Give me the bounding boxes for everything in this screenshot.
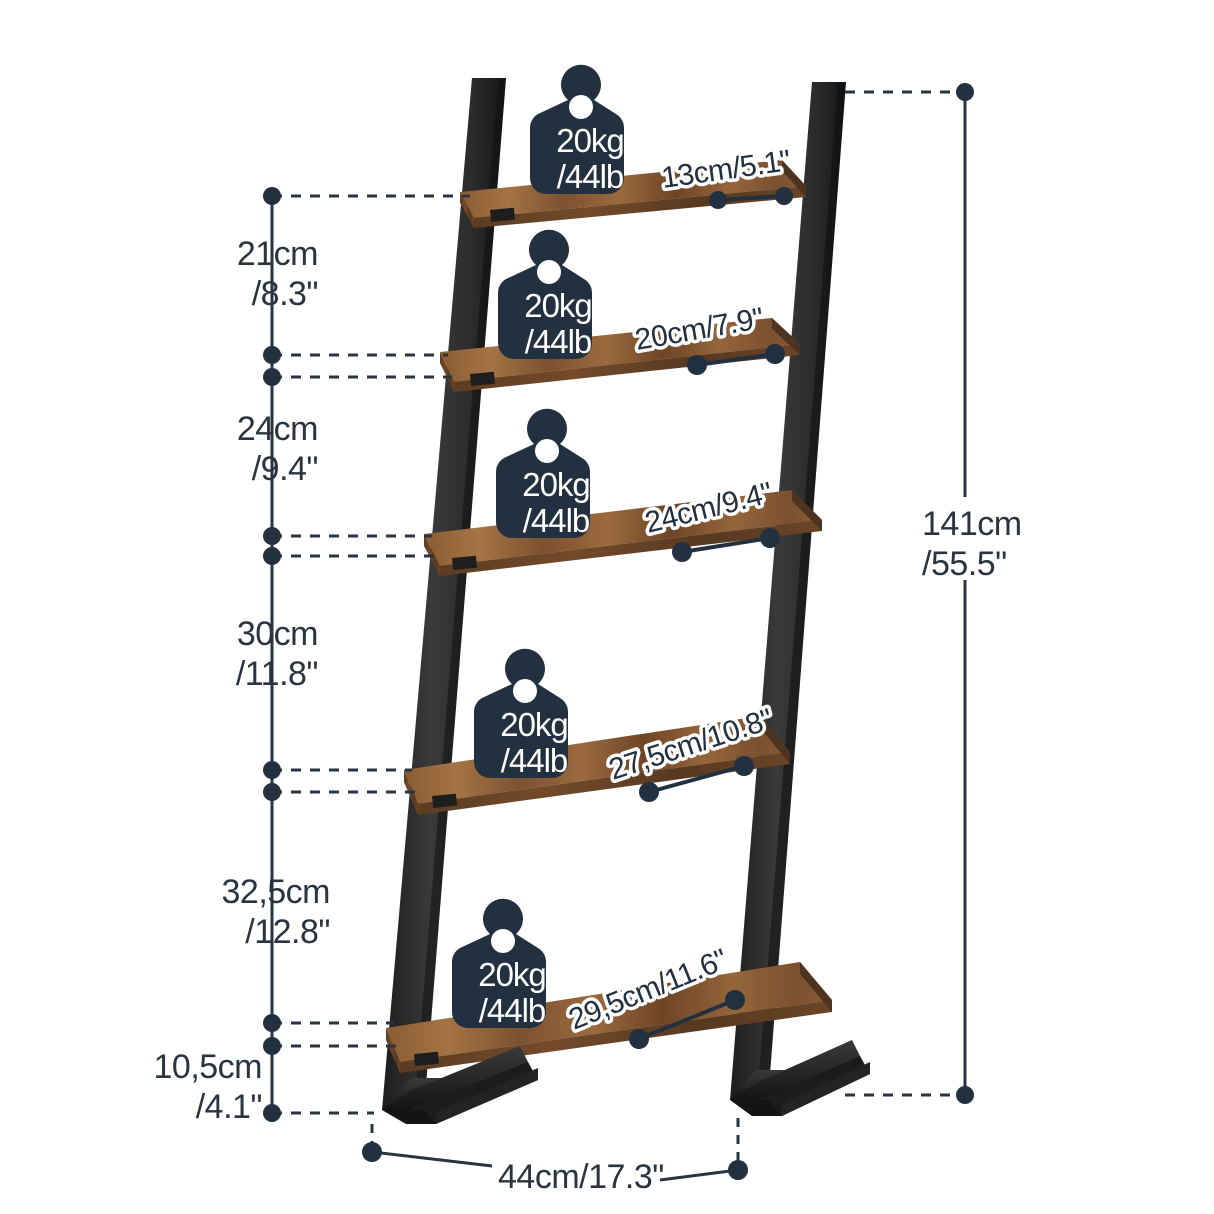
- gap-1-cm: 21cm: [237, 235, 318, 273]
- vertical-dimension-scale: [263, 187, 470, 1122]
- weight-badge-2-line1: 20kg: [524, 287, 592, 324]
- gap-4-cm: 32,5cm: [222, 873, 331, 911]
- weight-badge-3: 20kg /44lb: [495, 408, 591, 539]
- weight-badge-4: 20kg /44lb: [473, 648, 569, 779]
- gap-1-inch: /8.3": [252, 275, 318, 313]
- gap-3-cm: 30cm: [237, 615, 318, 653]
- shelf-4: [404, 716, 790, 815]
- shelf-2: [440, 318, 800, 392]
- weight-badge-5-line1: 20kg: [478, 956, 546, 993]
- weight-badge-4-line1: 20kg: [500, 706, 568, 743]
- foot-left: [382, 1046, 538, 1124]
- dimension-label-gap-2: 24cm /9.4": [237, 410, 319, 488]
- overall-height-inch: /55.5": [922, 545, 1007, 583]
- overall-height-cm: 141cm: [922, 505, 1022, 543]
- weight-badge-3-line2: /44lb: [523, 502, 590, 539]
- ladder-left-rail: [382, 78, 506, 1110]
- overall-width-dimension: 44cm/17.3": [362, 1118, 748, 1196]
- weight-badge-2: 20kg /44lb: [497, 229, 593, 360]
- weight-badge-4-line2: /44lb: [501, 742, 568, 779]
- weight-badge-1-line1: 20kg: [556, 122, 624, 159]
- gap-3-inch: /11.8": [236, 655, 318, 693]
- weight-badge-1: 20kg /44lb: [529, 64, 625, 195]
- dimension-label-floor-clearance: 10,5cm /4.1": [154, 1048, 263, 1126]
- overall-width-label: 44cm/17.3": [498, 1158, 664, 1196]
- dimension-label-gap-3: 30cm /11.8": [236, 615, 319, 693]
- dimension-label-gap-4: 32,5cm /12.8": [222, 873, 331, 951]
- ladder-right-rail: [730, 82, 846, 1100]
- gap-4-inch: /12.8": [245, 913, 330, 951]
- foot-right: [730, 1040, 870, 1116]
- dimension-label-gap-1: 21cm /8.3": [237, 235, 319, 313]
- floor-clearance-inch: /4.1": [196, 1088, 262, 1126]
- gap-2-cm: 24cm: [237, 410, 318, 448]
- weight-badge-5: 20kg /44lb: [451, 898, 547, 1029]
- weight-badge-1-line2: /44lb: [557, 158, 624, 195]
- weight-badge-2-line2: /44lb: [525, 323, 592, 360]
- shelf-brackets: [413, 207, 516, 1066]
- gap-2-inch: /9.4": [252, 450, 318, 488]
- overall-height-dimension: 141cm /55.5": [845, 83, 1022, 1104]
- floor-clearance-cm: 10,5cm: [154, 1048, 263, 1086]
- weight-badge-5-line2: /44lb: [479, 992, 546, 1029]
- weight-badge-3-line1: 20kg: [522, 466, 590, 503]
